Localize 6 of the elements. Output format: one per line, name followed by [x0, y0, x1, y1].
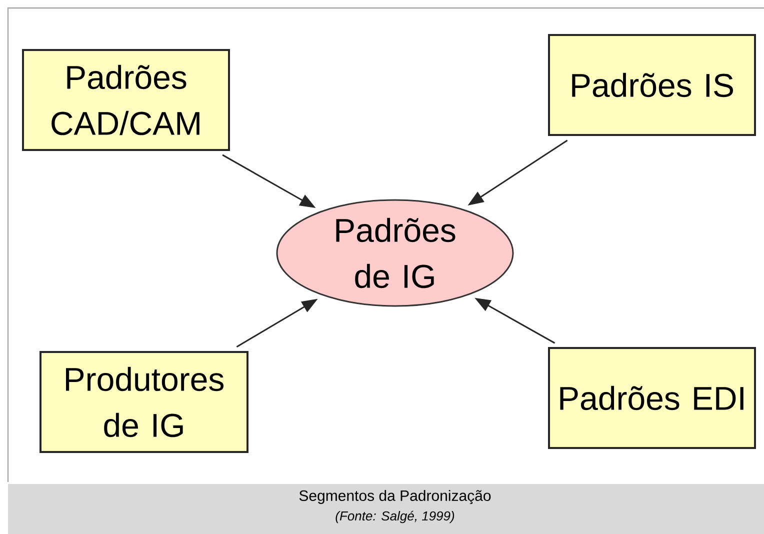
ellipse-node: Padrões de IG: [276, 199, 514, 307]
text-box: Padrões EDI: [548, 347, 756, 449]
text-box: Produtores de IG: [40, 351, 248, 453]
caption-band: Segmentos da Padronização (Fonte: Salgé, 1999): [8, 484, 764, 534]
text-box: Padrões CAD/CAM: [22, 49, 230, 151]
text-box: Padrões IS: [548, 34, 756, 136]
